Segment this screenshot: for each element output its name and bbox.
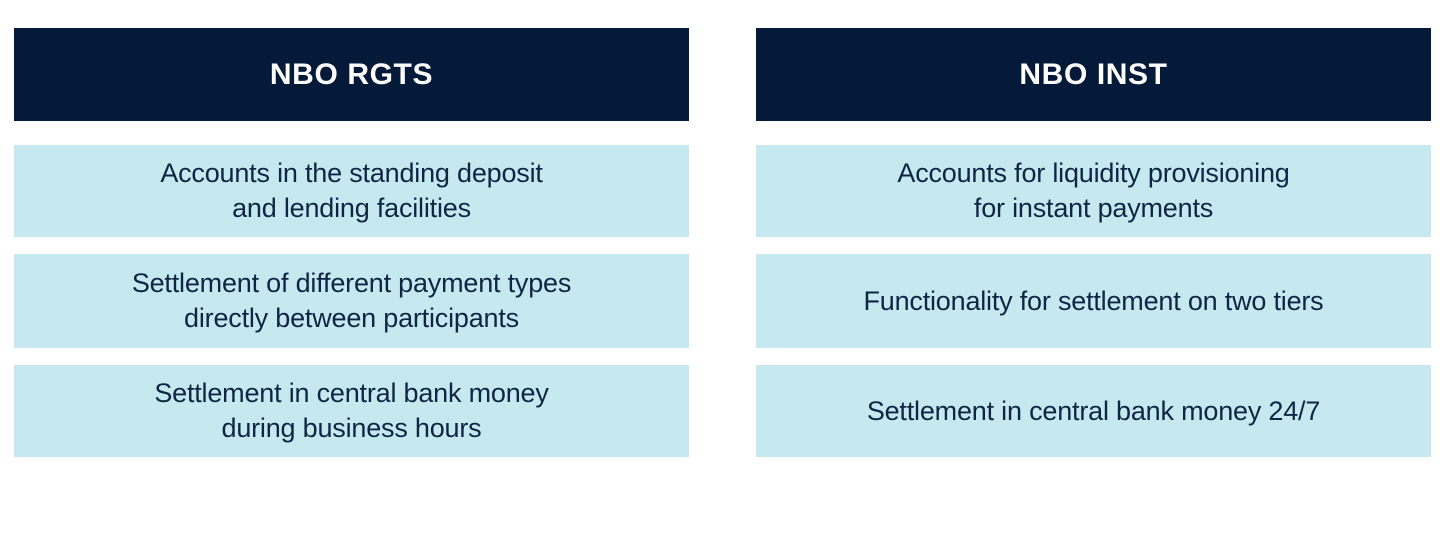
feature-cell-inst-central-bank-money: Settlement in central bank money 24/7 <box>756 365 1431 457</box>
column-nbo-rgts: NBO RGTS Accounts in the standing deposi… <box>14 28 689 457</box>
column-header-nbo-inst: NBO INST <box>756 28 1431 121</box>
feature-cell-rgts-central-bank-money: Settlement in central bank money during … <box>14 365 689 457</box>
feature-cell-rgts-settlement-types: Settlement of different payment types di… <box>14 254 689 348</box>
column-header-nbo-rgts: NBO RGTS <box>14 28 689 121</box>
feature-cell-rgts-accounts: Accounts in the standing deposit and len… <box>14 145 689 237</box>
column-nbo-inst: NBO INST Accounts for liquidity provisio… <box>756 28 1431 457</box>
feature-cell-inst-accounts: Accounts for liquidity provisioning for … <box>756 145 1431 237</box>
feature-cell-inst-two-tiers: Functionality for settlement on two tier… <box>756 254 1431 348</box>
